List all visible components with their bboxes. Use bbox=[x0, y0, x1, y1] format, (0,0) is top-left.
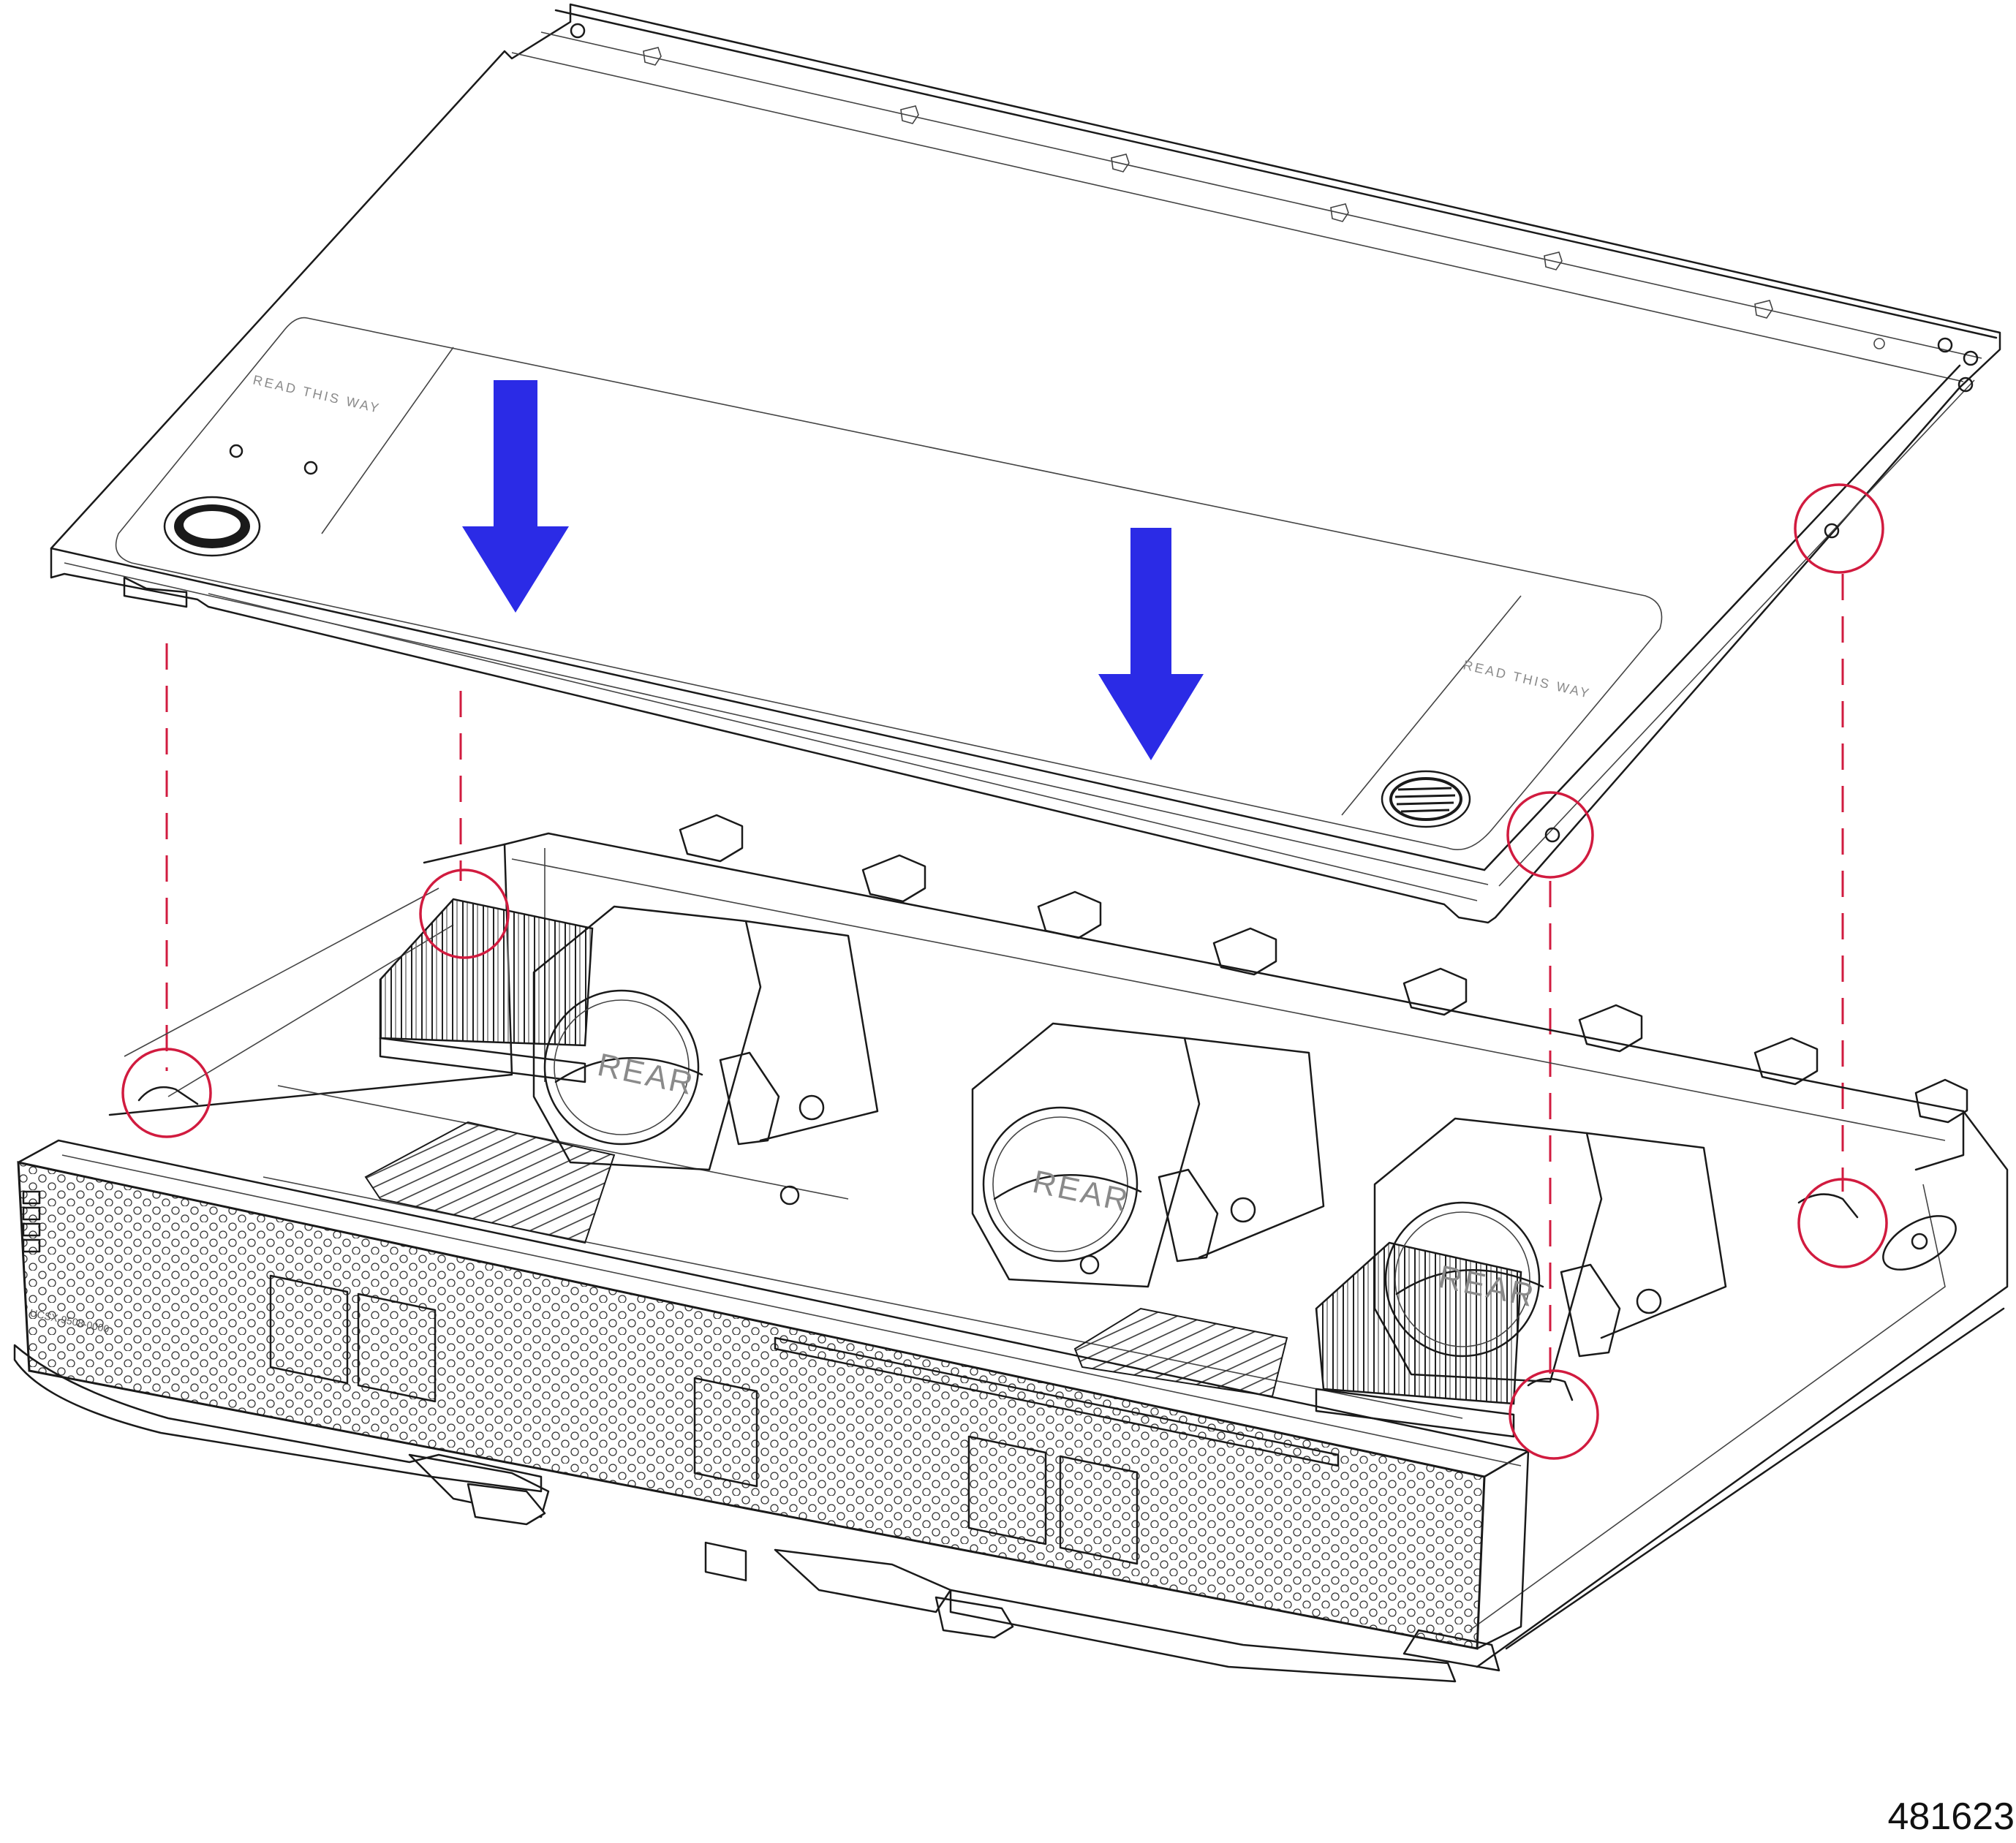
callout-cover-front-right bbox=[1506, 791, 1594, 879]
ejector-right bbox=[774, 1548, 1457, 1683]
down-arrow-icon bbox=[462, 380, 1204, 760]
fan-label-2: REAR bbox=[1030, 1164, 1133, 1219]
cover-tabs bbox=[643, 47, 1773, 319]
front-panel: UCSX-9508-0000 bbox=[17, 1139, 1530, 1650]
heatsink-flat-center bbox=[1073, 1307, 1288, 1398]
callout-cover-rear-right bbox=[1794, 483, 1884, 574]
cover-label-left: READ THIS WAY bbox=[252, 372, 382, 416]
heatsink-right bbox=[1315, 1241, 1522, 1438]
top-cover: READ THIS WAY READ THIS WAY bbox=[50, 3, 2001, 924]
status-leds bbox=[22, 1190, 41, 1253]
standoffs bbox=[779, 1094, 1662, 1314]
callout-chassis-front-right bbox=[1509, 1369, 1599, 1460]
callout-chassis-rear-right bbox=[1797, 1178, 1888, 1268]
cover-latch-left bbox=[123, 496, 261, 608]
callout-chassis-front-left bbox=[121, 1048, 212, 1138]
alignment-guides bbox=[165, 574, 1844, 1382]
rj45-ports bbox=[693, 1377, 758, 1582]
qsfp-ports bbox=[269, 1274, 1139, 1565]
callout-circle-icon bbox=[121, 483, 1888, 1460]
heatsink-flat-left bbox=[364, 1121, 616, 1244]
fan-label-1: REAR bbox=[594, 1047, 698, 1102]
cover-label-right: READ THIS WAY bbox=[1462, 657, 1593, 701]
down-arrow-right bbox=[1098, 528, 1204, 760]
figure-id-number: 481623 bbox=[1887, 1795, 2015, 1838]
cover-screws bbox=[229, 23, 1979, 843]
rear-connectors bbox=[679, 814, 1968, 1124]
fan-module-2: REAR bbox=[971, 1022, 1325, 1288]
cover-latch-right bbox=[1381, 770, 1471, 828]
heatsink-left bbox=[379, 898, 594, 1083]
server-chassis: REAR REAR REAR bbox=[13, 814, 2009, 1683]
callout-chassis-rear-left bbox=[419, 868, 510, 959]
down-arrow-left bbox=[462, 380, 569, 613]
ejector-left bbox=[13, 1344, 550, 1526]
